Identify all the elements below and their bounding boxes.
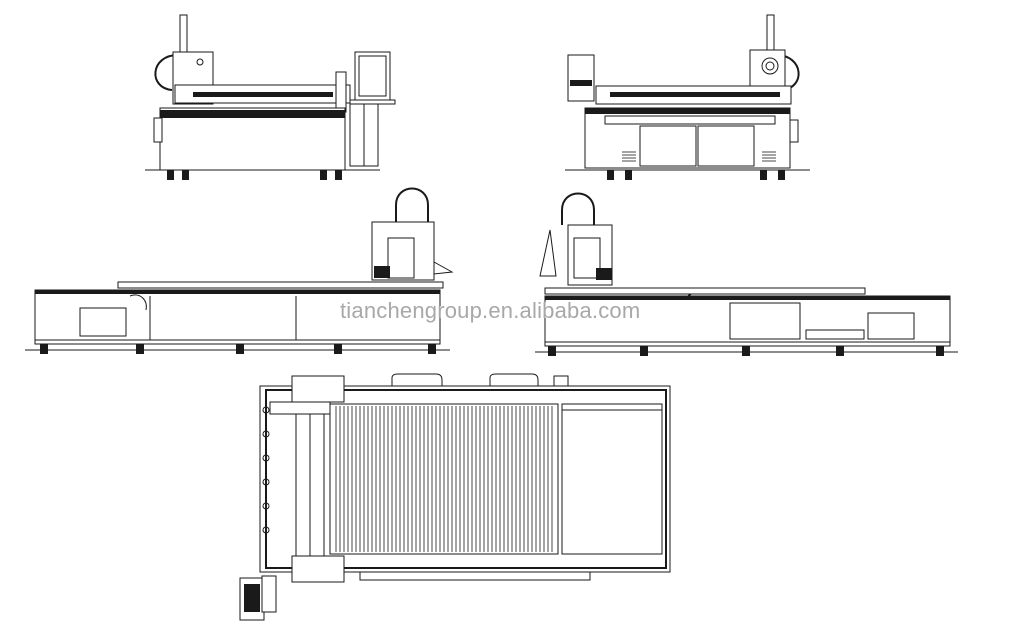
- front-view: [145, 14, 396, 180]
- rear-view: [565, 14, 810, 180]
- right-side-view: [535, 192, 958, 356]
- top-view: [239, 373, 671, 621]
- left-side-view: [25, 187, 454, 354]
- cutting-slats: [335, 406, 553, 552]
